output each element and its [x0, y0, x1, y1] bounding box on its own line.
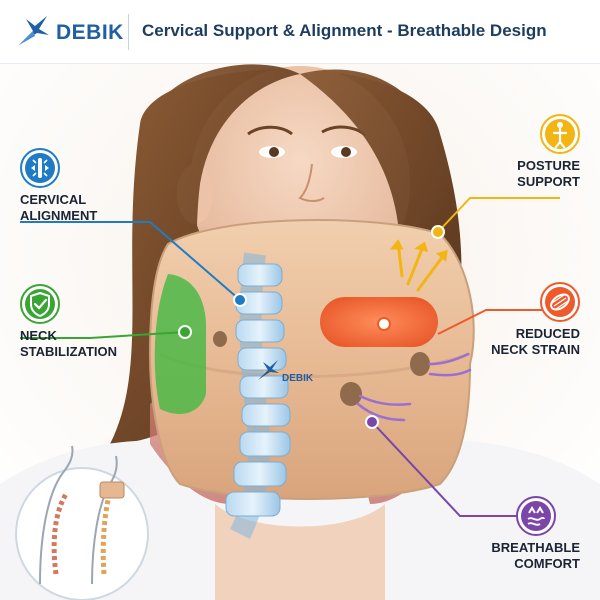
neck-stabilization-line1: NECK [20, 328, 57, 343]
header-divider [128, 14, 129, 50]
breathable-comfort-label: BREATHABLE COMFORT [460, 540, 580, 572]
breathable-comfort-badge [516, 496, 556, 536]
illustration-canvas: DEBIK [0, 64, 600, 600]
breathable-comfort-line2: COMFORT [514, 556, 580, 571]
product-illustration: DEBIK [0, 64, 600, 600]
posture-support-badge [540, 114, 580, 154]
callout-lines [20, 197, 560, 517]
cervical-spine [225, 252, 291, 539]
page-title: Cervical Support & Alignment - Breathabl… [142, 21, 547, 40]
neck-stabilization-dot [178, 325, 192, 339]
brand-logo: DEBIK [16, 14, 136, 50]
reduced-strain-label: REDUCED NECK STRAIN [460, 326, 580, 358]
cervical-alignment-line1: CERVICAL [20, 192, 87, 207]
posture-arrows [389, 239, 448, 292]
stabilization-panel [154, 274, 206, 414]
header-bar: DEBIK Cervical Support & Alignment - Bre… [0, 0, 600, 64]
debik-logo-icon [19, 16, 49, 45]
left-iris [269, 147, 279, 157]
posture-support-line2: SUPPORT [517, 174, 580, 189]
neck-stabilization-badge [20, 284, 60, 324]
posture-support-dot [431, 225, 445, 239]
reduced-strain-badge [540, 282, 580, 322]
collar-brand-text: DEBIK [282, 373, 314, 384]
breathable-comfort-dot [365, 415, 379, 429]
cervical-alignment-line2: ALIGNMENT [20, 208, 98, 223]
air-vent-1 [340, 382, 362, 406]
left-brow [247, 125, 293, 136]
spine-inset-diagram [15, 445, 149, 600]
posture-figure-icon [540, 114, 580, 154]
brand-name: DEBIK [56, 21, 124, 44]
airflow-lines [356, 352, 472, 422]
cervical-alignment-badge [20, 148, 60, 188]
neckline [215, 504, 385, 600]
shield-check-icon [20, 284, 60, 324]
reduced-strain-line1: REDUCED [515, 326, 580, 341]
right-iris [341, 147, 351, 157]
posture-support-line1: POSTURE [517, 158, 580, 173]
posture-support-label: POSTURE SUPPORT [460, 158, 580, 190]
neck-stabilization-line2: STABILIZATION [20, 344, 118, 359]
muscle-icon [540, 282, 580, 322]
spine-arrows-icon [20, 148, 60, 188]
air-vent-2 [410, 352, 430, 376]
air-vent-3 [213, 331, 227, 347]
reduced-strain-dot [377, 317, 391, 331]
cervical-alignment-label: CERVICAL ALIGNMENT [20, 192, 97, 224]
neck-stabilization-label: NECK STABILIZATION [20, 328, 117, 360]
cervical-alignment-dot [233, 293, 247, 307]
neck-collar [148, 219, 475, 500]
collar-logo-icon [258, 360, 279, 380]
nose [298, 163, 325, 202]
reduced-strain-line2: NECK STRAIN [491, 342, 580, 357]
breathable-comfort-line1: BREATHABLE [491, 540, 580, 555]
airflow-icon [516, 496, 556, 536]
shirt [0, 440, 600, 600]
